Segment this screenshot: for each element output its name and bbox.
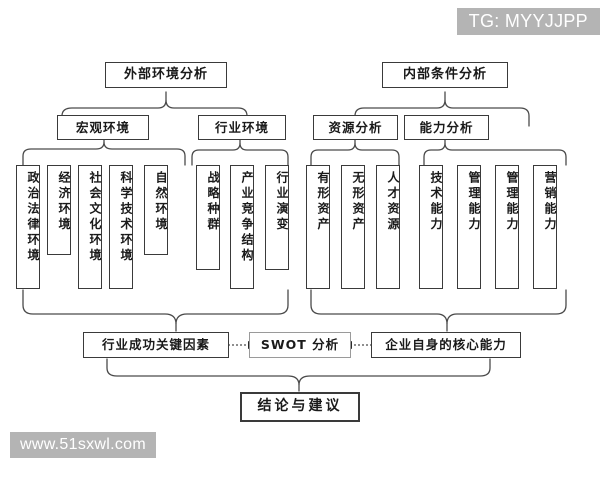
node-macro-environment[interactable]: 宏观环境 [57, 115, 149, 140]
leaf-label: 人才资源 [386, 171, 400, 233]
leaf-capability-3[interactable]: 营销能力 [533, 165, 557, 289]
brace-industry [191, 142, 289, 166]
leaf-macro-4[interactable]: 自然环境 [144, 165, 168, 255]
node-label: 宏观环境 [75, 119, 130, 135]
leaf-label: 政治法律环境 [26, 171, 40, 264]
node-resource-analysis[interactable]: 资源分析 [313, 115, 398, 140]
leaf-macro-3[interactable]: 科学技术环境 [109, 165, 133, 289]
leaf-label: 产业竞争结构 [240, 171, 254, 264]
brace-right-synthesis [310, 289, 567, 325]
watermark-text: www.51sxwl.com [20, 436, 147, 453]
leaf-macro-0[interactable]: 政治法律环境 [16, 165, 40, 289]
brace-resource [310, 142, 400, 166]
node-label: SWOT 分析 [260, 337, 340, 353]
node-label: 结论与建议 [257, 398, 343, 415]
brace-conclusion [106, 358, 491, 386]
node-core-competence[interactable]: 企业自身的核心能力 [371, 332, 521, 358]
leaf-label: 管理能力 [505, 171, 519, 233]
leaf-label: 管理能力 [467, 171, 481, 233]
watermark-text: TG: MYYJJPP [468, 11, 588, 31]
leaf-capability-0[interactable]: 技术能力 [419, 165, 443, 289]
leaf-industry-0[interactable]: 战略种群 [196, 165, 220, 270]
leaf-resource-0[interactable]: 有形资产 [306, 165, 330, 289]
node-label: 资源分析 [328, 119, 383, 135]
node-swot-analysis[interactable]: SWOT 分析 [249, 332, 351, 358]
node-conclusion-and-recommendation[interactable]: 结论与建议 [240, 392, 360, 422]
leaf-label: 无形资产 [351, 171, 365, 233]
node-industry-environment[interactable]: 行业环境 [198, 115, 286, 140]
brace-macro [22, 141, 186, 166]
leaf-resource-1[interactable]: 无形资产 [341, 165, 365, 289]
leaf-label: 技术能力 [429, 171, 443, 233]
node-key-success-factors[interactable]: 行业成功关键因素 [83, 332, 229, 358]
leaf-label: 经济环境 [57, 171, 71, 233]
leaf-resource-2[interactable]: 人才资源 [376, 165, 400, 289]
leaf-macro-1[interactable]: 经济环境 [47, 165, 71, 255]
watermark-bottom-left: www.51sxwl.com [10, 432, 157, 458]
node-label: 外部环境分析 [123, 66, 208, 82]
leaf-label: 行业演变 [275, 171, 289, 233]
leaf-industry-2[interactable]: 行业演变 [265, 165, 289, 270]
node-label: 企业自身的核心能力 [385, 337, 507, 353]
leaf-macro-2[interactable]: 社会文化环境 [78, 165, 102, 289]
leaf-label: 有形资产 [316, 171, 330, 233]
node-capability-analysis[interactable]: 能力分析 [404, 115, 489, 140]
node-internal-condition-analysis[interactable]: 内部条件分析 [382, 62, 508, 88]
brace-left-synthesis [22, 289, 289, 325]
leaf-capability-1[interactable]: 管理能力 [457, 165, 481, 289]
leaf-label: 社会文化环境 [88, 171, 102, 264]
leaf-label: 自然环境 [154, 171, 168, 233]
node-label: 能力分析 [419, 119, 474, 135]
node-label: 内部条件分析 [402, 66, 487, 82]
node-label: 行业环境 [214, 119, 269, 135]
leaf-capability-2[interactable]: 管理能力 [495, 165, 519, 289]
watermark-top-right: TG: MYYJJPP [456, 8, 600, 35]
node-external-environment-analysis[interactable]: 外部环境分析 [105, 62, 227, 88]
brace-capability [423, 142, 567, 166]
leaf-industry-1[interactable]: 产业竞争结构 [230, 165, 254, 289]
node-label: 行业成功关键因素 [101, 337, 210, 353]
leaf-label: 战略种群 [206, 171, 220, 233]
leaf-label: 科学技术环境 [119, 171, 133, 264]
leaf-label: 营销能力 [543, 171, 557, 233]
